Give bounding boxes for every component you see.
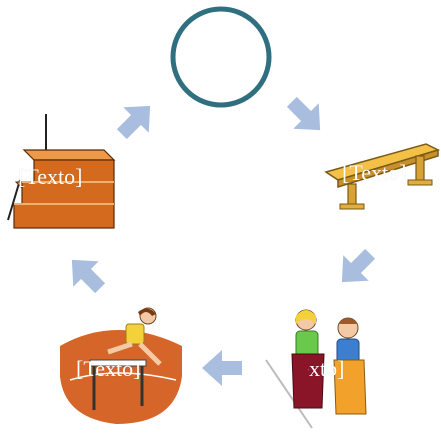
arrow-down-left-icon [325,237,387,299]
arrow-sack-to-hurdles [200,346,244,390]
arrow-left-icon [200,346,244,390]
sack-race-node: [Texto] [262,304,382,433]
stairs-node: [Texto] [4,110,124,235]
hurdles-node: [Texto] [56,306,186,426]
arrow-hurdles-to-stairs [55,243,117,305]
stairs-label: [Texto] [18,166,82,188]
bench-node: [Texto] [318,132,441,214]
arrow-up-left-icon [55,243,117,305]
bench-label: [Texto] [342,162,406,184]
hoop-ring-icon [168,4,274,110]
arrow-bench-to-sack [325,237,387,299]
hurdles-label: [Texto] [76,358,140,380]
hoop-node [168,4,274,110]
